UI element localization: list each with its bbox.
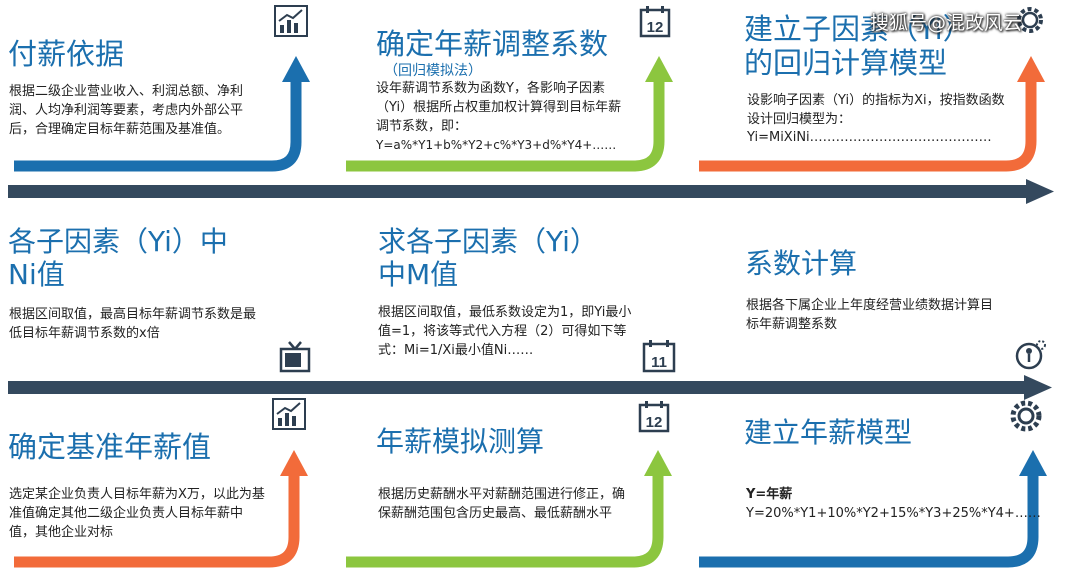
chart-icon xyxy=(274,5,308,37)
step-title-pay-basis: 付薪依据 xyxy=(8,37,125,71)
step-subtitle-regression: （回归模拟法） xyxy=(384,63,482,79)
arrow-row3-col3 xyxy=(699,450,1047,568)
timeline-bottom xyxy=(8,375,1052,400)
calendar-icon-row3: 12 xyxy=(638,401,670,433)
svg-text:11: 11 xyxy=(651,354,667,371)
step-title-ni-line2: Ni值 xyxy=(8,258,65,291)
arrow-row1-col2 xyxy=(346,56,673,172)
svg-text:12: 12 xyxy=(647,19,664,36)
step-body-simulation: 根据历史薪酬水平对薪酬范围进行修正，确保薪酬范围包含历史最高、最低薪酬水平 xyxy=(378,487,626,521)
timeline-top xyxy=(8,179,1054,204)
step-body-m: 根据区间取值，最低系数设定为1，即Yi最小值=1，将该等式代入方程（2）可得如下… xyxy=(378,305,632,358)
tv-icon xyxy=(279,341,311,373)
step-title-subfactor-model-line2: 的回归计算模型 xyxy=(744,46,948,80)
step-title-adjust-coef: 确定年薪调整系数 xyxy=(376,27,609,61)
chart-icon-row3 xyxy=(272,398,306,430)
step-title-salary-model: 建立年薪模型 xyxy=(744,416,913,449)
step-body-adjust-coef: 设年薪调节系数为函数Y，各影响子因素（Yi）根据所占权重加权计算得到目标年薪调节… xyxy=(376,81,622,134)
step-body-coef-calc: 根据各下属企业上年度经营业绩数据计算目标年薪调整系数 xyxy=(746,298,994,332)
step-title-m-line2: 中M值 xyxy=(378,258,459,291)
arrow-row3-col2 xyxy=(346,450,672,568)
gear-icon xyxy=(1017,7,1043,33)
step-title-coef-calc: 系数计算 xyxy=(745,247,858,280)
arrow-row3-col1 xyxy=(14,450,308,568)
step-title-subfactor-model-line1: 建立子因素（Yi） xyxy=(744,12,972,46)
step-title-m-line1: 求各子因素（Yi） xyxy=(378,225,598,258)
step-formula-subfactor-model: Yi=MiXiNi…………………………………… xyxy=(747,130,992,145)
step-body-subfactor-model: 设影响子因素（Yi）的指标为Xi，按指数函数设计回归模型为： xyxy=(747,93,1005,127)
step-body-salary-model-label: Y=年薪 xyxy=(746,487,793,502)
calendar-icon-11: 11 xyxy=(642,340,676,373)
step-formula-adjust-coef: Y=a%*Y1+b%*Y2+c%*Y3+d%*Y4+…… xyxy=(376,138,617,152)
step-body-ni: 根据区间取值，最高目标年薪调节系数是最低目标年薪调节系数的x倍 xyxy=(9,307,257,341)
step-title-simulation: 年薪模拟测算 xyxy=(376,425,545,458)
step-title-ni-line1: 各子因素（Yi）中 xyxy=(8,225,228,258)
gear-icon-row3 xyxy=(1010,400,1042,432)
arrow-row1-col1 xyxy=(14,56,310,172)
step-body-pay-basis: 根据二级企业营业收入、利润总额、净利润、人均净利润等要素，考虑内外部公平后，合理… xyxy=(9,84,244,137)
step-formula-salary-model: Y=20%*Y1+10%*Y2+15%*Y3+25%*Y4+…… xyxy=(746,506,1041,521)
watermark: 搜狐号@混改风云 xyxy=(870,12,1023,34)
arrow-row1-col3 xyxy=(699,56,1045,172)
calendar-icon: 12 xyxy=(639,6,671,38)
svg-text:12: 12 xyxy=(646,414,663,431)
step-title-base-salary: 确定基准年薪值 xyxy=(8,430,212,464)
step-body-base-salary: 选定某企业负责人目标年薪为X万，以此为基准值确定其他二级企业负责人目标年薪中值，… xyxy=(9,487,265,540)
worker-gear-icon xyxy=(1015,340,1046,370)
